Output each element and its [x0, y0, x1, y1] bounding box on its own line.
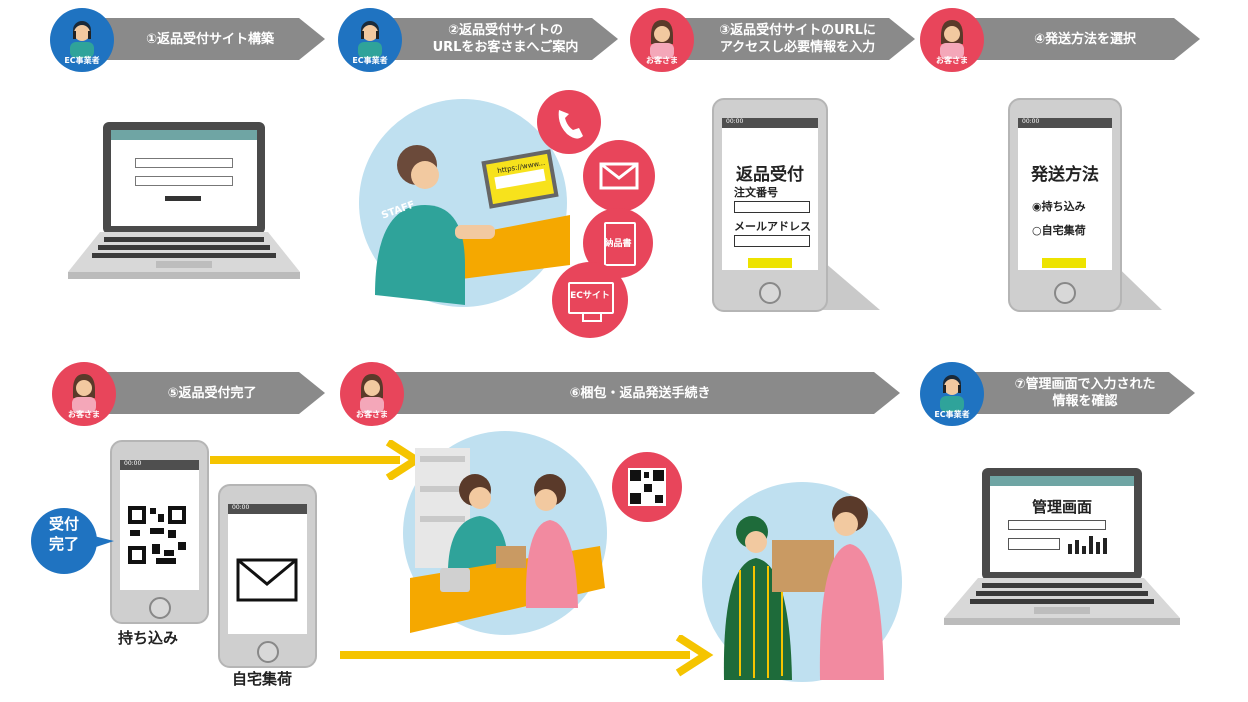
- return-form-title: 返品受付: [736, 165, 804, 185]
- step-2-label: ②返品受付サイトの URLをお客さまへご案内: [432, 23, 579, 55]
- business-avatar-icon: EC事業者: [50, 8, 114, 72]
- step-6-header: ⑥梱包・返品発送手続き: [340, 368, 900, 418]
- qr-code-icon: [126, 504, 188, 566]
- step-3-header: ③返品受付サイトのURLに アクセスし必要情報を入力: [630, 14, 915, 64]
- step-1-label: ①返品受付サイト構築: [145, 31, 274, 47]
- invoice-label: 納品書: [604, 239, 632, 249]
- qr-code-icon: [628, 468, 666, 506]
- step-7-label: ⑦管理画面で入力された 情報を確認: [1014, 377, 1156, 409]
- acceptance-complete-badge: 受付 完了: [48, 515, 79, 553]
- qr-code-phone: 00:00: [110, 440, 209, 624]
- order-number-label: 注文番号: [734, 186, 778, 199]
- pickup-phone: 00:00: [218, 484, 317, 668]
- store-counter-scene: [403, 431, 607, 635]
- mail-contact-bubble: [583, 140, 655, 212]
- bar-graph-icon: [1068, 536, 1107, 554]
- acceptance-badge-shape: [31, 508, 114, 574]
- ec-site-contact-bubble: ECサイト: [552, 262, 628, 338]
- customer-avatar-icon: お客さま: [52, 362, 116, 426]
- option-home-pickup[interactable]: ○自宅集荷: [1032, 224, 1086, 237]
- step-4-label: ④発送方法を選択: [1033, 31, 1136, 47]
- email-label: メールアドレス: [734, 220, 811, 233]
- mail-icon: [236, 558, 298, 602]
- home-button: [1054, 282, 1076, 304]
- order-number-field[interactable]: [734, 201, 810, 213]
- customer-avatar-icon: お客さま: [920, 8, 984, 72]
- step-3-label: ③返品受付サイトのURLに アクセスし必要情報を入力: [719, 23, 876, 55]
- submit-button[interactable]: [748, 258, 792, 268]
- step-4-header: ④発送方法を選択: [920, 14, 1200, 64]
- step-5-label: ⑤返品受付完了: [167, 385, 257, 401]
- customer-avatar-icon: お客さま: [340, 362, 404, 426]
- mail-icon: [599, 162, 639, 190]
- home-button: [149, 597, 171, 619]
- arrow-to-store: [210, 440, 424, 480]
- ec-site-label: ECサイト: [570, 291, 610, 301]
- step-1-header: ①返品受付サイト構築: [50, 14, 325, 64]
- qr-code-bubble: [612, 452, 682, 522]
- email-field[interactable]: [734, 235, 810, 247]
- step-2-header: ②返品受付サイトの URLをお客さまへご案内: [338, 14, 618, 64]
- home-button: [257, 641, 279, 663]
- confirm-button[interactable]: [1042, 258, 1086, 268]
- step-5-header: ⑤返品受付完了: [52, 368, 325, 418]
- customer-avatar-icon: お客さま: [630, 8, 694, 72]
- step-7-header: ⑦管理画面で入力された 情報を確認: [920, 368, 1195, 418]
- step-6-label: ⑥梱包・返品発送手続き: [569, 385, 711, 401]
- home-pickup-label: 自宅集荷: [232, 670, 293, 688]
- home-button: [759, 282, 781, 304]
- shipping-method-phone: 00:00 発送方法 ◉持ち込み ○自宅集荷: [1008, 98, 1122, 312]
- business-avatar-icon: EC事業者: [920, 362, 984, 426]
- phone-contact-bubble: [537, 90, 601, 154]
- return-form-phone: 00:00 返品受付 注文番号 メールアドレス: [712, 98, 828, 312]
- shipping-method-title: 発送方法: [1031, 165, 1099, 185]
- business-avatar-icon: EC事業者: [338, 8, 402, 72]
- admin-screen-title: 管理画面: [1031, 498, 1092, 516]
- phone-icon: [558, 110, 583, 139]
- option-carry-in[interactable]: ◉持ち込み: [1032, 200, 1086, 213]
- arrow-to-pickup: [340, 635, 714, 677]
- carry-in-label: 持ち込み: [118, 629, 179, 647]
- pickup-handover-scene: [702, 482, 902, 682]
